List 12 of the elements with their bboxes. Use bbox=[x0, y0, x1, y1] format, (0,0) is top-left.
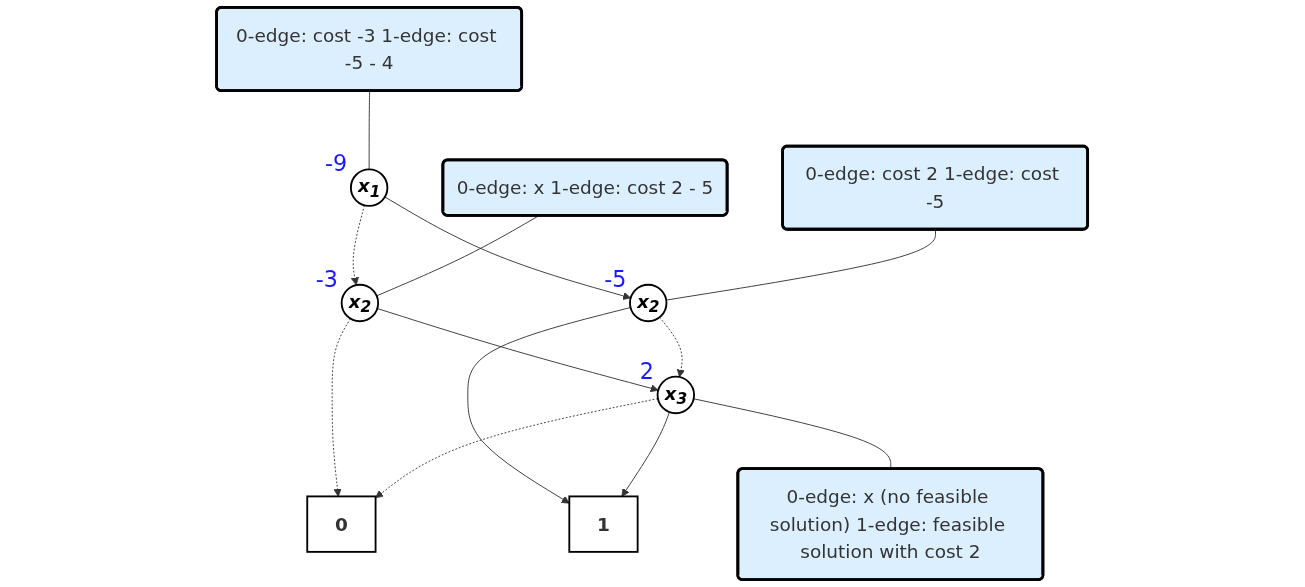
node-box: 0 bbox=[306, 495, 377, 553]
node-value: -5 bbox=[604, 265, 627, 292]
connector bbox=[666, 229, 937, 301]
node-circle: x$_{3}$ bbox=[657, 375, 696, 415]
node-circle: x$_{2}$ bbox=[629, 283, 668, 323]
node-value: -3 bbox=[316, 265, 339, 292]
node-value: 2 bbox=[640, 357, 655, 384]
node-circle: x$_{2}$ bbox=[341, 283, 380, 323]
node-box: 1 bbox=[568, 495, 639, 553]
node-circle: x$_{1}$ bbox=[350, 168, 389, 207]
connector bbox=[369, 90, 371, 170]
node-value: -9 bbox=[325, 150, 348, 177]
